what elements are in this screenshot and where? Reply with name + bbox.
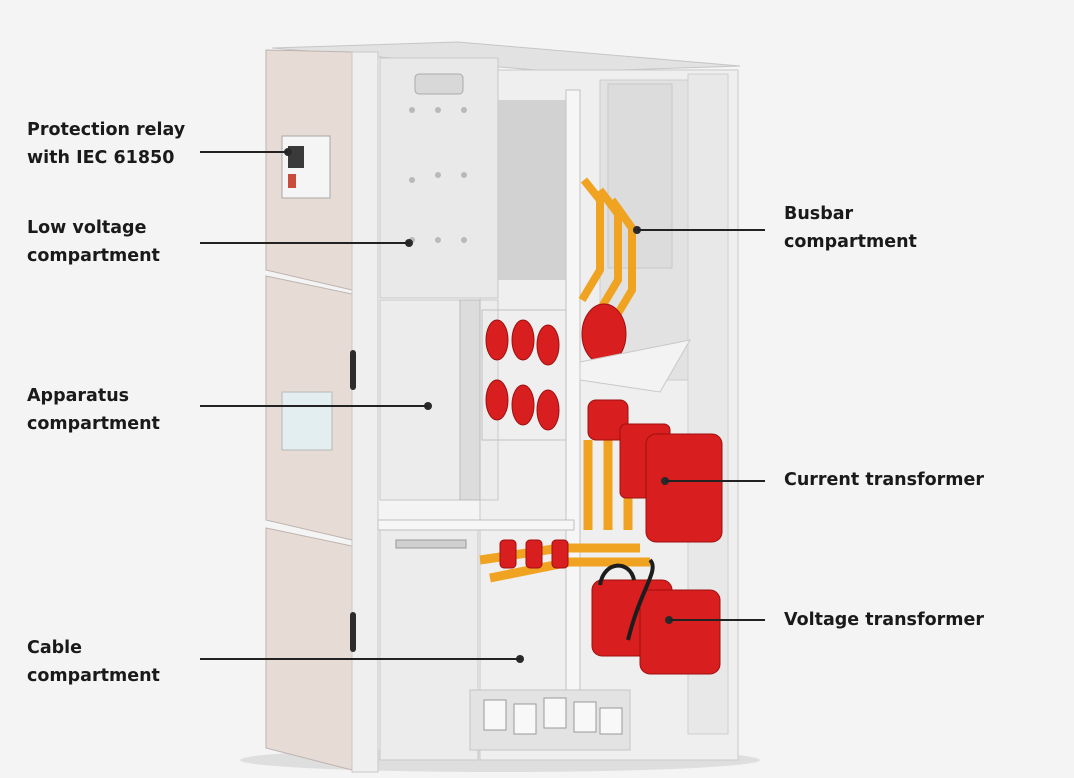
label-line: Protection relay (27, 120, 186, 140)
door-edge (351, 51, 379, 773)
current-transformers (587, 399, 723, 543)
cable-terminals (483, 697, 623, 735)
shelf-plate (579, 339, 691, 393)
label-low-voltage-compartment: Low voltage compartment (27, 214, 160, 270)
label-apparatus-compartment: Apparatus compartment (27, 382, 160, 438)
lv-panel-holes (409, 107, 467, 243)
rail-rod (395, 539, 467, 549)
label-line: Apparatus (27, 386, 130, 406)
bushing-plate (481, 309, 567, 441)
voltage-transformers (591, 579, 721, 675)
label-line: compartment (27, 666, 160, 686)
left-door-lower (265, 527, 353, 771)
label-cable-compartment: Cable compartment (27, 634, 160, 690)
door-handle-upper (350, 350, 356, 390)
relay-button (288, 174, 296, 188)
label-line: Current transformer (784, 470, 985, 490)
low-voltage-panel (379, 57, 499, 299)
lower-insulators (499, 539, 569, 569)
apparatus-frame (459, 299, 481, 501)
label-current-transformer: Current transformer (784, 466, 984, 494)
label-voltage-transformer: Voltage transformer (784, 606, 984, 634)
central-pillar (565, 89, 581, 751)
label-line: compartment (784, 232, 917, 252)
cable-compartment (379, 527, 479, 761)
door-handle-lower (350, 612, 356, 652)
door-window (281, 391, 333, 451)
label-line: Busbar (784, 204, 854, 224)
label-line: Cable (27, 638, 83, 658)
red-bushings (485, 319, 560, 431)
horizontal-rail (377, 519, 575, 531)
interior-recess (498, 100, 568, 280)
vt-cables (598, 558, 655, 641)
label-line: Low voltage (27, 218, 147, 238)
label-busbar-compartment: Busbar compartment (784, 200, 917, 256)
label-protection-relay: Protection relay with IEC 61850 (27, 116, 185, 172)
label-line: Voltage transformer (784, 610, 984, 630)
label-line: with IEC 61850 (27, 148, 175, 168)
label-line: compartment (27, 246, 160, 266)
label-line: compartment (27, 414, 160, 434)
relay-screen (288, 146, 304, 168)
busbars (578, 177, 636, 323)
lv-panel-connector (414, 73, 464, 95)
